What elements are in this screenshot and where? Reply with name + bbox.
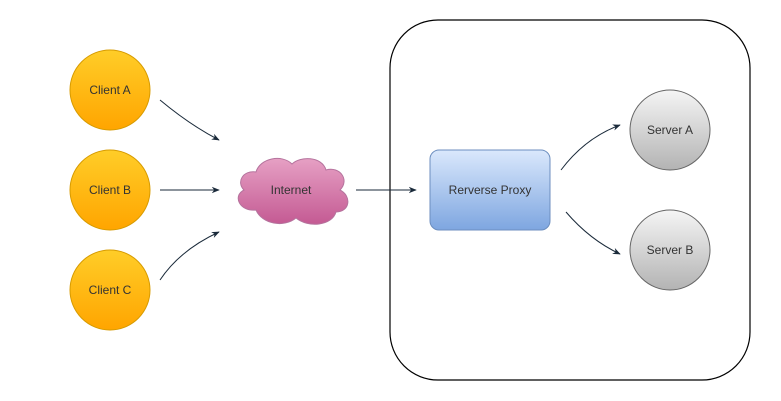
server-a-circle [629,89,711,171]
reverse-proxy-node[interactable]: Rerverse Proxy [429,149,551,231]
client-c-label: Client C [89,283,132,297]
client-a-label: Client A [89,83,130,97]
arrow-client-a-to-internet [159,99,220,141]
reverse-proxy-box [429,149,551,231]
arrow-proxy-to-server-a [560,124,621,171]
arrow-proxy-to-server-b [565,211,621,255]
internet-label: Internet [271,183,312,197]
server-a-label: Server A [647,123,693,137]
internet-cloud-shape [237,157,349,225]
internet-cloud-node[interactable]: Internet [237,157,349,225]
server-b-circle [629,209,711,291]
server-b-node[interactable]: Server B [629,209,711,291]
client-c-node[interactable]: Client C [69,249,151,331]
arrow-client-c-to-internet [159,231,220,281]
server-b-label: Server B [647,243,694,257]
client-b-node[interactable]: Client B [69,149,151,231]
server-a-node[interactable]: Server A [629,89,711,171]
client-a-node[interactable]: Client A [69,49,151,131]
client-b-label: Client B [89,183,131,197]
reverse-proxy-label: Rerverse Proxy [449,183,532,197]
client-c-circle [69,249,151,331]
client-a-circle [69,49,151,131]
client-b-circle [69,149,151,231]
